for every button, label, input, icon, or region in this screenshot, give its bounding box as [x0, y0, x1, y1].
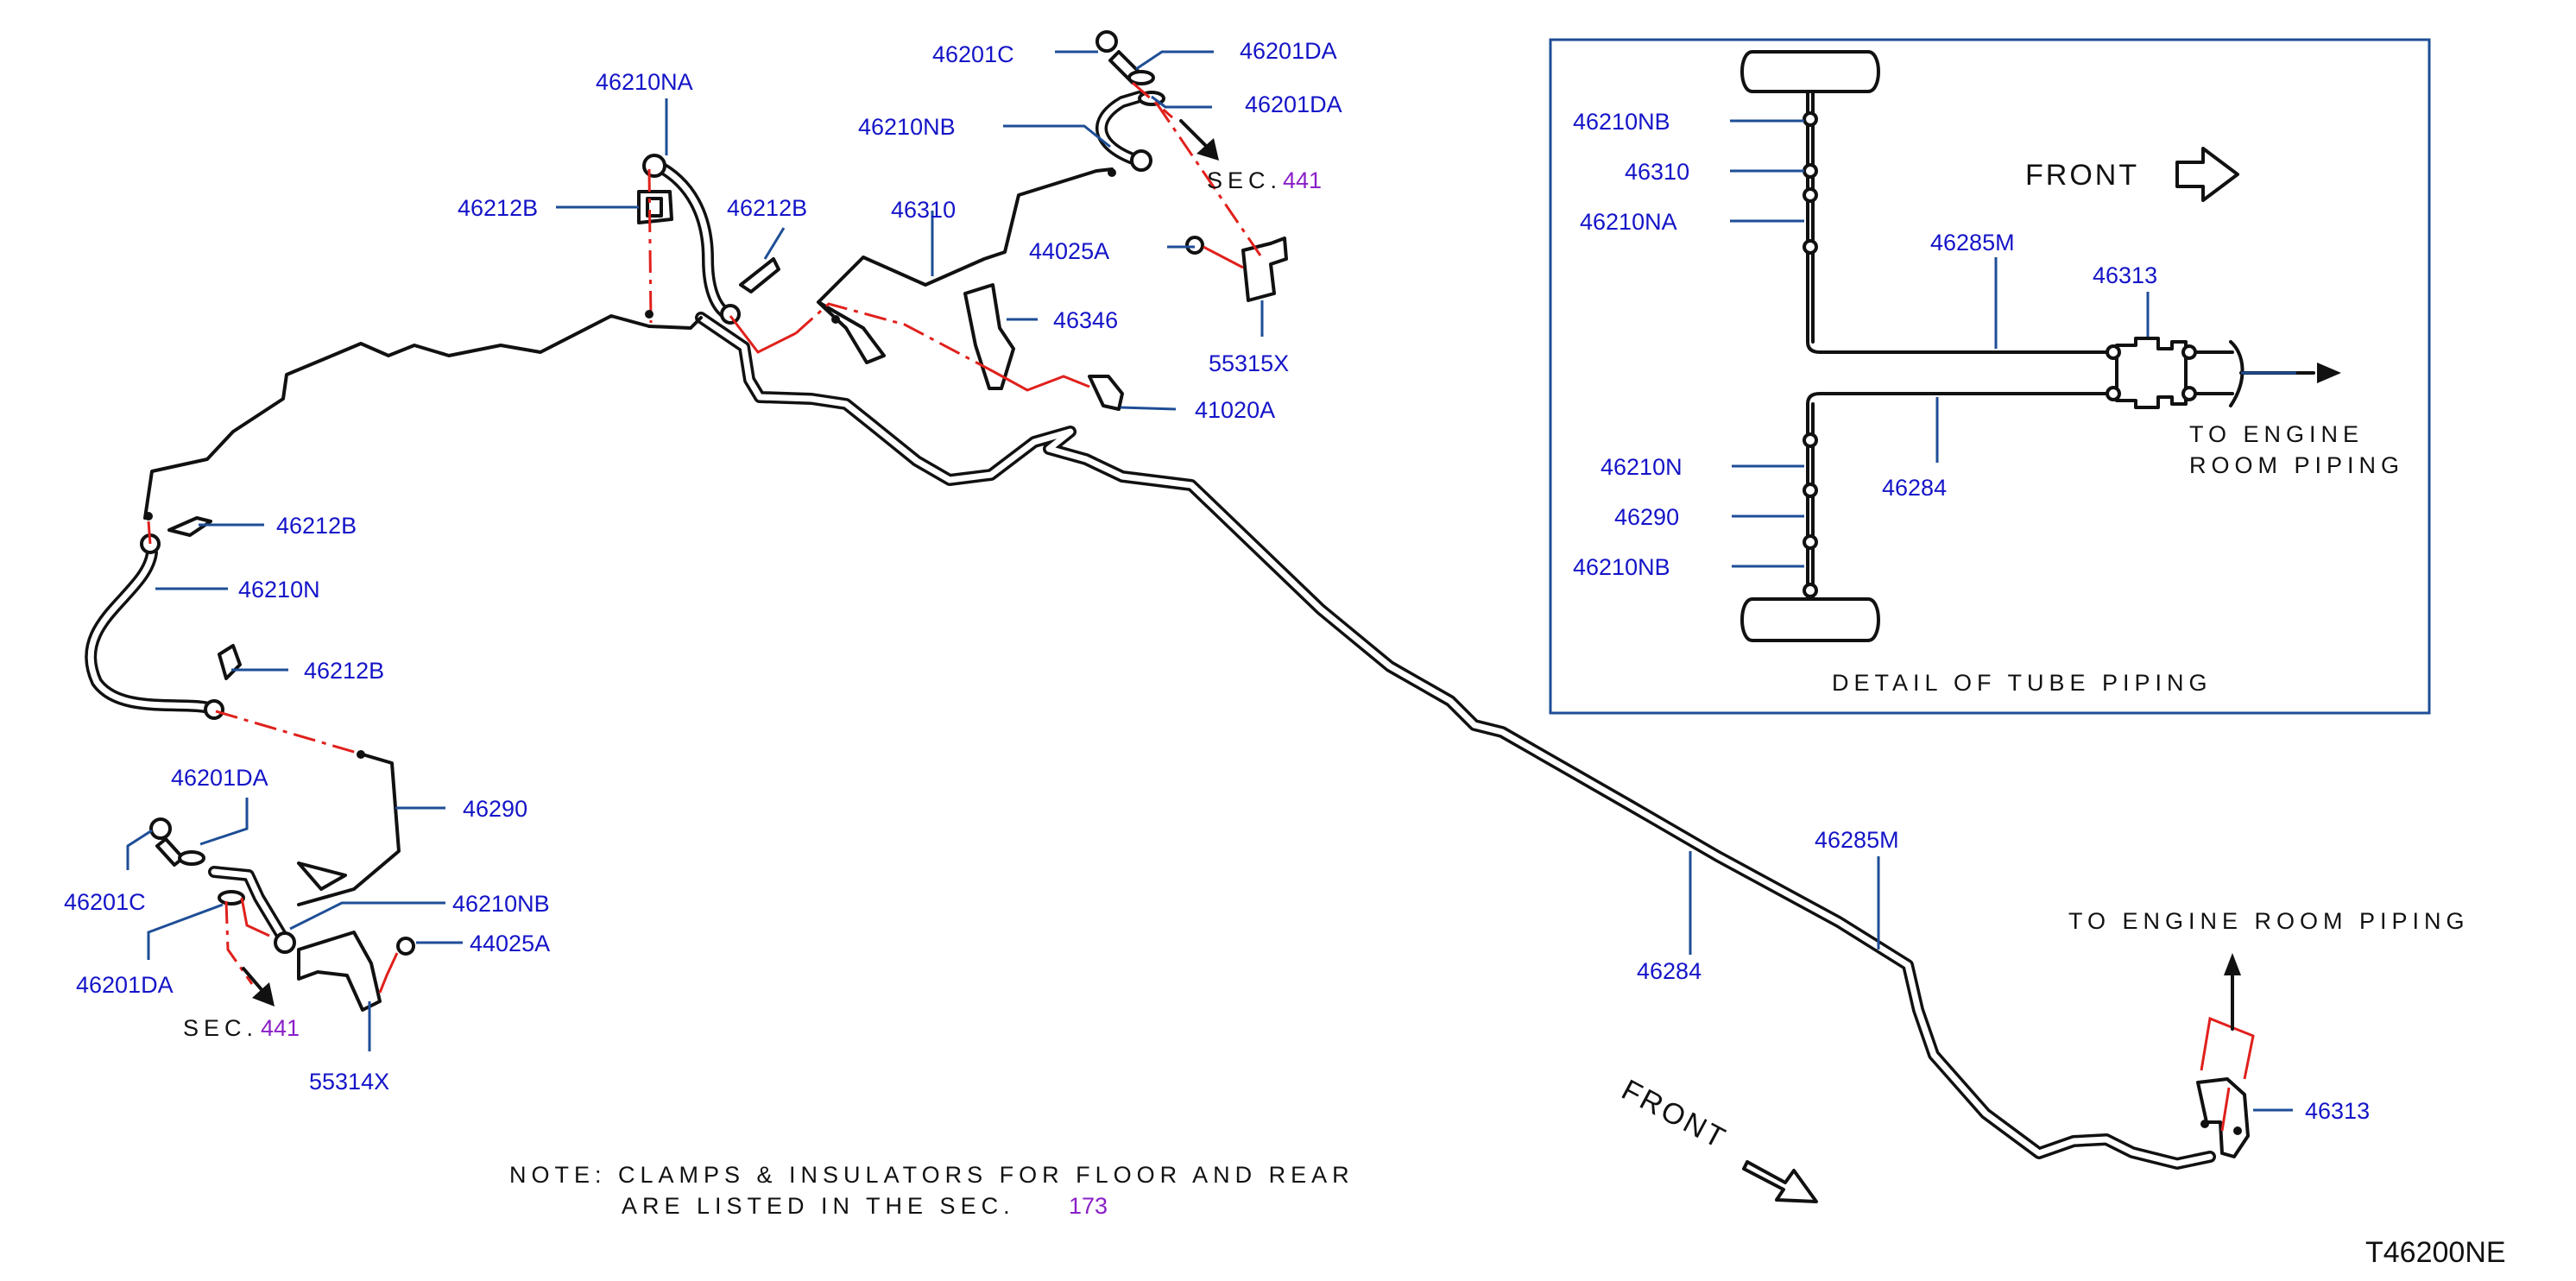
- section-ref-label: SEC.: [183, 1015, 258, 1041]
- drawing-code: T46200NE: [2365, 1236, 2506, 1269]
- hose-46210nb-top: [1095, 30, 1165, 172]
- bolt-icon: [396, 937, 415, 956]
- label-46212b: 46212B: [458, 195, 538, 221]
- detail-label-46210nb: 46210NB: [1573, 109, 1670, 135]
- label-46210nb: 46210NB: [452, 891, 550, 917]
- detail-title: DETAIL OF TUBE PIPING: [1832, 670, 2213, 696]
- flow-arrow-icon: [252, 982, 275, 1006]
- junction-block-icon: [2115, 337, 2188, 409]
- label-46201da: 46201DA: [76, 972, 174, 998]
- brackets: [167, 190, 2250, 1158]
- detail-to-engine-line-1: TO ENGINE: [2189, 421, 2364, 447]
- hose-end-fitting-icon: [274, 931, 296, 954]
- label-46310: 46310: [891, 197, 956, 223]
- label-46210na: 46210NA: [596, 69, 693, 95]
- clip-icon: [218, 644, 242, 680]
- tube-46290: [297, 753, 401, 906]
- detail-label-46210n: 46210N: [1601, 454, 1683, 480]
- detail-label-46290: 46290: [1614, 504, 1679, 530]
- label-46212b: 46212B: [304, 658, 384, 684]
- detail-to-engine-line-2: ROOM PIPING: [2189, 452, 2404, 478]
- label-46284: 46284: [1637, 958, 1702, 984]
- section-ref-label: SEC.: [1207, 167, 1282, 193]
- label-46313: 46313: [2305, 1098, 2370, 1124]
- bracket-icon: [1241, 237, 1288, 302]
- bolt-icon: [1095, 30, 1118, 53]
- label-46201da: 46201DA: [171, 765, 268, 791]
- bolt-icon: [155, 837, 185, 867]
- bracket-icon: [297, 931, 382, 1012]
- label-46201c: 46201C: [64, 889, 146, 915]
- label-46285m: 46285M: [1815, 827, 1899, 853]
- part-labels: 46210NA 46212B 46212B 46201C 46201DA 462…: [64, 38, 2506, 1269]
- note-line-1: NOTE: CLAMPS & INSULATORS FOR FLOOR AND …: [509, 1162, 1354, 1188]
- hose-46210na: [642, 154, 741, 325]
- detail-label-46313: 46313: [2093, 262, 2157, 288]
- label-55314x: 55314X: [309, 1069, 389, 1095]
- hose-end-fitting-icon: [1130, 149, 1152, 172]
- front-label: FRONT: [1616, 1074, 1732, 1157]
- washer-icon: [218, 890, 245, 906]
- centerline-points: [144, 168, 2242, 1135]
- hose-end-fitting-icon: [204, 699, 224, 720]
- flow-arrow-icon: [2224, 953, 2241, 975]
- clip-icon: [167, 516, 212, 537]
- label-46290: 46290: [463, 796, 527, 822]
- flow-arrow-icon: [2317, 363, 2341, 383]
- label-44025a: 44025A: [1029, 238, 1109, 264]
- detail-front-label: FRONT: [2025, 159, 2139, 192]
- label-46212b: 46212B: [727, 195, 807, 221]
- hose-46210nb-bottom: [149, 817, 296, 954]
- label-46201c: 46201C: [932, 41, 1014, 67]
- flow-arrows: [242, 119, 2241, 1203]
- bolt-icon: [1088, 375, 1124, 411]
- hose-end-fitting-icon: [642, 154, 666, 178]
- hose-46210n: [85, 533, 224, 720]
- flow-arrow-icon: [1196, 138, 1219, 161]
- detail-label-46284: 46284: [1882, 475, 1947, 501]
- detail-frame: [1549, 38, 2431, 715]
- bracket-icon: [963, 283, 1015, 390]
- label-46212b: 46212B: [276, 513, 357, 539]
- label-44025a: 44025A: [470, 931, 550, 956]
- rear-wheel-icon: [1740, 50, 1880, 93]
- label-55315x: 55315X: [1209, 350, 1289, 376]
- washer-icon: [1127, 70, 1155, 85]
- washer-icon: [178, 850, 205, 866]
- rear-wheel-icon: [1740, 597, 1880, 642]
- assembly-centerlines: [147, 81, 2255, 1132]
- leader-lines: [126, 50, 2293, 1112]
- detail-label-46310: 46310: [1625, 159, 1689, 185]
- label-41020a: 41020A: [1195, 397, 1275, 423]
- section-ref-number: 441: [1283, 167, 1322, 193]
- clip-icon: [739, 257, 780, 293]
- detail-label-46285m: 46285M: [1930, 230, 2015, 256]
- label-46201da: 46201DA: [1245, 92, 1342, 117]
- front-arrow-icon: [1742, 1160, 1818, 1203]
- label-46346: 46346: [1053, 307, 1118, 333]
- label-46210nb: 46210NB: [858, 114, 956, 140]
- label-46201da: 46201DA: [1240, 38, 1337, 64]
- detail-label-46210na: 46210NA: [1580, 209, 1677, 235]
- note-section-number: 173: [1069, 1193, 1108, 1219]
- hose-end-fitting-icon: [720, 304, 741, 325]
- label-46210n: 46210N: [238, 577, 320, 603]
- main-pipe-run: [143, 167, 2216, 1170]
- detail-label-46210nb: 46210NB: [1573, 554, 1670, 580]
- clip-icon: [637, 190, 673, 224]
- front-arrow-icon: [2175, 147, 2239, 202]
- bolt-icon: [1185, 236, 1204, 255]
- note-line-2: ARE LISTED IN THE SEC.: [622, 1193, 1015, 1219]
- bolt-icon: [149, 817, 172, 840]
- detail-tube-piping: 46210NB 46310 46210NA 46285M 46313 TO EN…: [1549, 38, 2431, 715]
- to-engine-room-label: TO ENGINE ROOM PIPING: [2068, 908, 2470, 934]
- section-ref-number: 441: [261, 1015, 300, 1041]
